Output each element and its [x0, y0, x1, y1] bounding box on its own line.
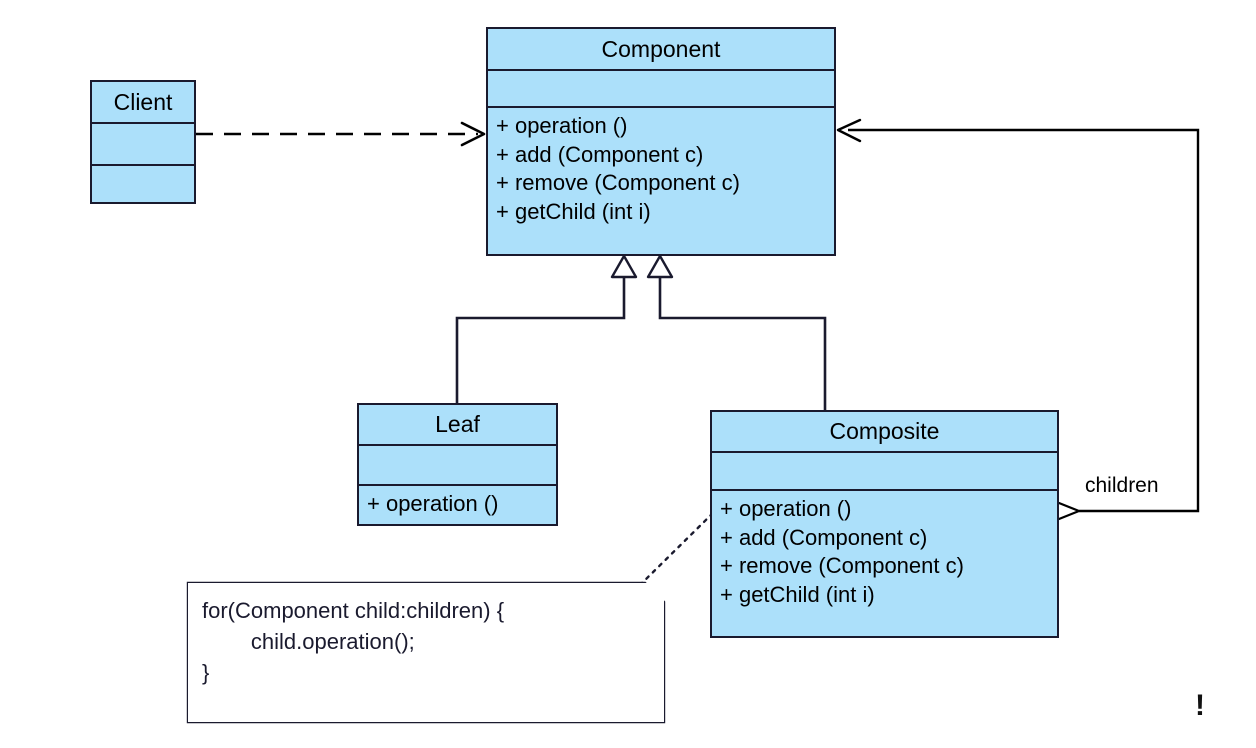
operation-item: + add (Component c): [720, 524, 928, 550]
class-box-component[interactable]: Component + operation () + add (Componen…: [486, 27, 836, 256]
class-operations-component: + operation () + add (Component c) + rem…: [488, 106, 834, 254]
edge-client-dependency: [196, 121, 486, 147]
class-attributes-leaf: [359, 444, 556, 484]
class-attributes-client: [92, 122, 194, 164]
class-operations-leaf: + operation (): [359, 484, 556, 524]
class-box-client[interactable]: Client: [90, 80, 196, 204]
class-attributes-component: [488, 69, 834, 106]
edge-composite-generalization: [646, 254, 827, 410]
class-attributes-composite: [712, 451, 1057, 489]
note-code-text: for(Component child:children) { child.op…: [202, 598, 505, 686]
operation-item: + operation (): [496, 113, 628, 138]
note-composite-operation[interactable]: for(Component child:children) { child.op…: [188, 583, 664, 722]
class-name-composite: Composite: [829, 418, 940, 444]
class-box-leaf[interactable]: Leaf + operation (): [357, 403, 558, 526]
class-name-leaf: Leaf: [435, 411, 480, 437]
operation-item: + operation (): [367, 491, 499, 516]
operation-item: + getChild (int i): [496, 198, 651, 224]
operation-item: + remove (Component c): [720, 553, 964, 579]
association-label-children: children: [1085, 474, 1159, 497]
stray-mark-glyph: !: [1195, 689, 1205, 722]
operation-item: + operation (): [720, 496, 852, 521]
class-operations-client: [92, 164, 194, 202]
class-name-component: Component: [601, 35, 721, 62]
operation-item: + remove (Component c): [496, 170, 740, 196]
operation-item: + add (Component c): [496, 141, 704, 167]
operation-item: + getChild (int i): [720, 581, 875, 607]
class-operations-composite: + operation () + add (Component c) + rem…: [712, 489, 1057, 636]
class-box-composite[interactable]: Composite + operation () + add (Componen…: [710, 410, 1059, 638]
edge-note-link: [638, 512, 714, 587]
edge-leaf-generalization: [455, 254, 638, 403]
class-name-client: Client: [113, 88, 173, 115]
